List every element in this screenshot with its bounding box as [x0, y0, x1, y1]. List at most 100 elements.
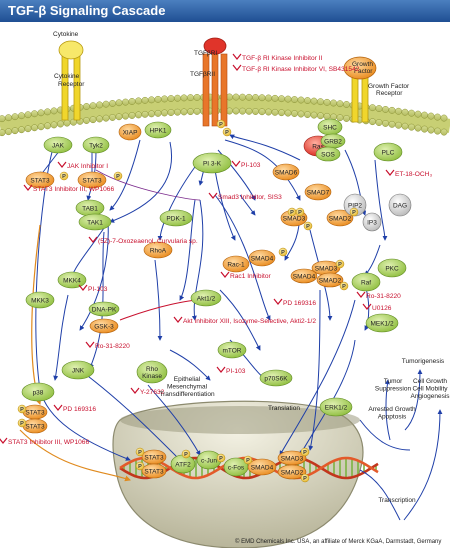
- phospho-marker: P: [113, 171, 123, 181]
- growth-factor-receptor-label: Growth Factor Receptor: [368, 83, 411, 97]
- node-nuc-smad4: SMAD4: [247, 458, 277, 476]
- svg-text:P: P: [306, 224, 310, 230]
- svg-text:P: P: [62, 174, 66, 180]
- node-label-hpk1: HPK1: [150, 127, 167, 134]
- inhibitor-pi103-c: PI-103: [216, 366, 246, 375]
- node-label-smad2-c: SMAD2: [319, 277, 342, 284]
- node-label-nuc-smad4: SMAD4: [251, 464, 274, 471]
- svg-text:P: P: [303, 476, 307, 482]
- node-label-ras: Ras: [312, 143, 324, 150]
- node-label-gsk3: GSK-3: [94, 323, 114, 330]
- node-label-smad7: SMAD7: [307, 189, 330, 196]
- inhibitor-pd169316-b: PD 169316: [53, 404, 96, 413]
- inhibitor-pd169316-a: PD 169316: [273, 298, 316, 307]
- svg-text:TGF-β RI Kinase Inhibitor II: TGF-β RI Kinase Inhibitor II: [242, 55, 323, 62]
- node-stat3-dimer-b: STAT3: [22, 418, 48, 434]
- cytokine-receptor-label-line2: Receptor: [58, 81, 85, 88]
- node-label-mtor: mTOR: [222, 347, 241, 354]
- tgfbri-label: TGFβRI: [194, 50, 217, 57]
- node-label-xiap: XIAP: [123, 129, 138, 136]
- svg-text:P: P: [290, 210, 294, 216]
- inhibitor-u0126: U0126: [362, 303, 392, 312]
- svg-text:PI-103: PI-103: [241, 162, 261, 169]
- node-nuc-smad2: SMAD2: [277, 464, 307, 480]
- svg-text:P: P: [20, 421, 24, 427]
- svg-text:P: P: [338, 262, 342, 268]
- node-grb2: GRB2: [320, 133, 346, 149]
- node-label-tyk2: Tyk2: [89, 142, 103, 149]
- svg-text:Ro-31-8220: Ro-31-8220: [95, 343, 130, 350]
- node-nuc-stat3-b: STAT3: [141, 463, 167, 479]
- node-gsk3: GSK-3: [89, 318, 119, 334]
- node-smad4: SMAD4: [248, 249, 276, 267]
- svg-text:Y-27632: Y-27632: [140, 389, 165, 396]
- svg-text:P: P: [20, 407, 24, 413]
- node-label-rhoa: RhoA: [150, 247, 167, 254]
- node-mek: MEK1/2: [365, 313, 399, 333]
- node-label-grb2: GRB2: [324, 138, 342, 145]
- node-hpk1: HPK1: [144, 121, 172, 139]
- node-tak1: TAK1: [78, 213, 112, 231]
- node-label-mkk4: MKK4: [63, 277, 81, 284]
- svg-text:Smad3 Inhibitor, SIS3: Smad3 Inhibitor, SIS3: [218, 194, 282, 201]
- svg-text:P: P: [342, 284, 346, 290]
- node-jnk: JNK: [61, 360, 95, 380]
- phospho-marker: P: [300, 473, 310, 483]
- node-label-stat3-dimer-a: STAT3: [25, 409, 45, 416]
- inhibitor-et18: ET-18-OCH₃: [385, 169, 432, 178]
- node-stat3-dimer-a: STAT3: [22, 404, 48, 420]
- node-pi3k: PI 3-K: [192, 152, 232, 174]
- phospho-marker: P: [339, 281, 349, 291]
- svg-text:P: P: [138, 450, 142, 456]
- svg-text:PD 169316: PD 169316: [63, 406, 96, 413]
- svg-text:P: P: [281, 250, 285, 256]
- inhibitor-ro-b: Ro-31-8220: [85, 341, 130, 350]
- node-dna-pk: DNA-PK: [88, 301, 120, 317]
- node-label-nuc-cfos: c-Fos: [228, 464, 245, 471]
- svg-text:P: P: [352, 210, 356, 216]
- node-label-pkc: PKC: [385, 265, 399, 272]
- node-tyk2: Tyk2: [82, 136, 110, 154]
- svg-text:P: P: [298, 210, 302, 216]
- phospho-marker: P: [287, 207, 297, 217]
- svg-text:PI-103: PI-103: [226, 368, 246, 375]
- node-label-nuc-atf2: ATF2: [175, 461, 191, 468]
- inhibitor-stat3-inh-bottom: STAT3 Inhibitor III, WP1066: [0, 437, 89, 446]
- node-p70s6k: p70S6K: [259, 369, 293, 387]
- outcome-tumorigenesis: Tumorigenesis: [402, 358, 445, 365]
- phospho-marker: P: [216, 453, 226, 463]
- node-ip3: IP3: [362, 212, 382, 232]
- svg-text:P: P: [219, 122, 223, 128]
- svg-text:Rac1 Inhibitor: Rac1 Inhibitor: [230, 273, 271, 280]
- outcome-translation: Translation: [268, 405, 300, 412]
- node-label-stat3-a: STAT3: [30, 177, 50, 184]
- tgfbrii-label: TGFβRII: [190, 71, 215, 78]
- svg-text:P: P: [225, 130, 229, 136]
- node-nuc-cjun: c-Jun: [196, 450, 222, 470]
- phospho-marker: P: [243, 455, 253, 465]
- node-label-nuc-stat3-b: STAT3: [144, 468, 164, 475]
- node-p38: p38: [21, 382, 55, 402]
- inhibitor-stat3-inh-top: STAT3 Inhibitor III, WP1066: [23, 184, 114, 193]
- node-label-plc: PLC: [382, 149, 395, 156]
- inhibitor-tgf-ri-vi: TGF-β RI Kinase Inhibitor VI, SB431542: [232, 64, 360, 73]
- node-smad6: SMAD6: [272, 163, 300, 181]
- phospho-marker: P: [349, 207, 359, 217]
- phospho-marker: P: [278, 247, 288, 257]
- node-pdk1: PDK-1: [159, 209, 193, 227]
- node-tab1: TAB1: [75, 199, 105, 217]
- cytokine-label: Cytokine: [53, 31, 79, 38]
- node-rac1: Rac-1: [222, 255, 250, 273]
- cytokine-receptor-label: Cytokine Receptor: [54, 73, 85, 88]
- phospho-marker: P: [17, 404, 27, 414]
- node-pip2: PIP2: [343, 193, 367, 217]
- node-label-p70s6k: p70S6K: [264, 375, 288, 382]
- node-nuc-stat3-a: STAT3: [141, 449, 167, 465]
- node-stat3-a: STAT3: [25, 171, 55, 189]
- node-mtor: mTOR: [217, 341, 247, 359]
- node-label-pip2: PIP2: [348, 202, 362, 209]
- node-label-dna-pk: DNA-PK: [92, 306, 117, 313]
